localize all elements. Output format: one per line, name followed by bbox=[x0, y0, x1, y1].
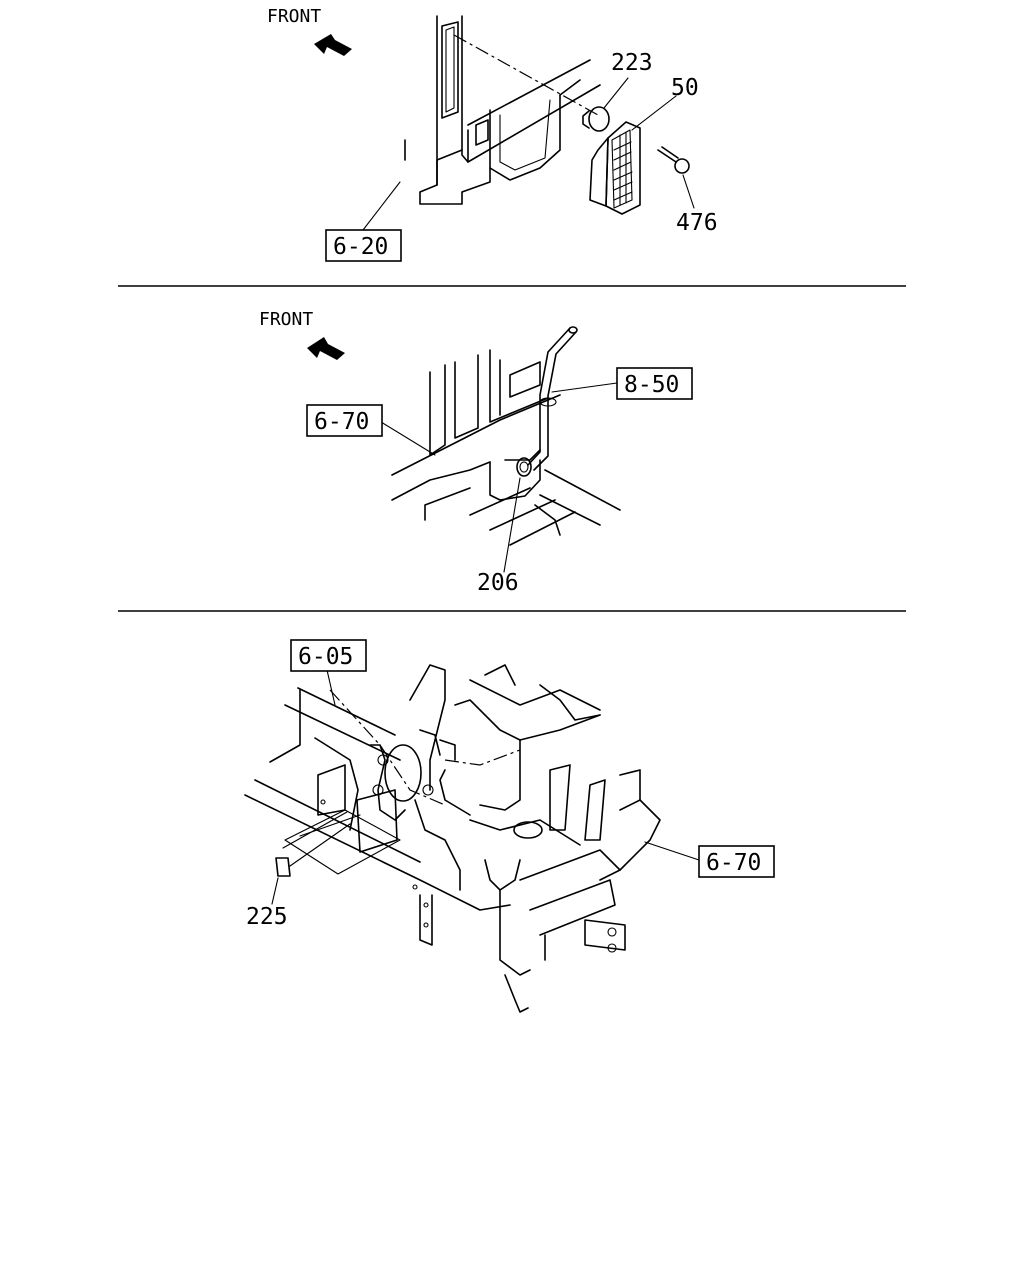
ref-box-6-20-label: 6-20 bbox=[333, 234, 388, 260]
callout-225: 225 bbox=[246, 904, 288, 930]
leader-line bbox=[644, 841, 700, 861]
grommet-part-206 bbox=[516, 457, 532, 477]
leader-line bbox=[682, 174, 695, 209]
guide-frame bbox=[284, 809, 401, 875]
callout-206: 206 bbox=[477, 570, 519, 596]
ref-box-8-50-label: 8-50 bbox=[624, 372, 679, 398]
panel-2: FRONT bbox=[259, 309, 693, 596]
leader-line bbox=[362, 181, 401, 231]
callout-476: 476 bbox=[676, 210, 718, 236]
ref-box-6-05-label: 6-05 bbox=[298, 644, 353, 670]
plug-part-225 bbox=[275, 811, 361, 877]
ref-box-6-70 bbox=[698, 845, 775, 878]
front-label: FRONT bbox=[267, 6, 321, 27]
engine-bay-drawing bbox=[244, 664, 661, 1013]
grille-part-50 bbox=[589, 121, 641, 215]
callout-223: 223 bbox=[611, 50, 653, 76]
front-label: FRONT bbox=[259, 309, 313, 330]
ref-box-6-70 bbox=[306, 404, 383, 437]
callout-50: 50 bbox=[671, 75, 699, 101]
leader-line bbox=[271, 877, 279, 905]
front-arrow-icon bbox=[314, 34, 352, 56]
body-floor-drawing bbox=[391, 349, 621, 546]
leader-line bbox=[503, 477, 521, 573]
ref-box-6-70-label: 6-70 bbox=[314, 409, 369, 435]
leader-line bbox=[380, 421, 436, 456]
leader-line bbox=[631, 95, 677, 131]
leader-line bbox=[551, 382, 618, 393]
leader-line bbox=[603, 77, 629, 109]
ref-box-6-20 bbox=[325, 229, 402, 262]
hidden-line bbox=[329, 689, 446, 806]
clip-part-223 bbox=[582, 106, 610, 132]
front-arrow-icon bbox=[307, 337, 345, 360]
body-pillar-drawing bbox=[404, 15, 601, 205]
screw-part-476 bbox=[657, 146, 690, 174]
cable-part bbox=[527, 326, 578, 471]
ref-box-8-50 bbox=[616, 367, 693, 400]
panel-1: FRONT 223 bbox=[267, 6, 718, 262]
panel-3: 225 6-05 6-70 bbox=[244, 639, 775, 1013]
ref-box-6-05 bbox=[290, 639, 367, 672]
hidden-line bbox=[444, 749, 521, 766]
ref-box-6-70-label: 6-70 bbox=[706, 850, 761, 876]
leader-line bbox=[326, 669, 336, 706]
hidden-line bbox=[453, 34, 599, 116]
